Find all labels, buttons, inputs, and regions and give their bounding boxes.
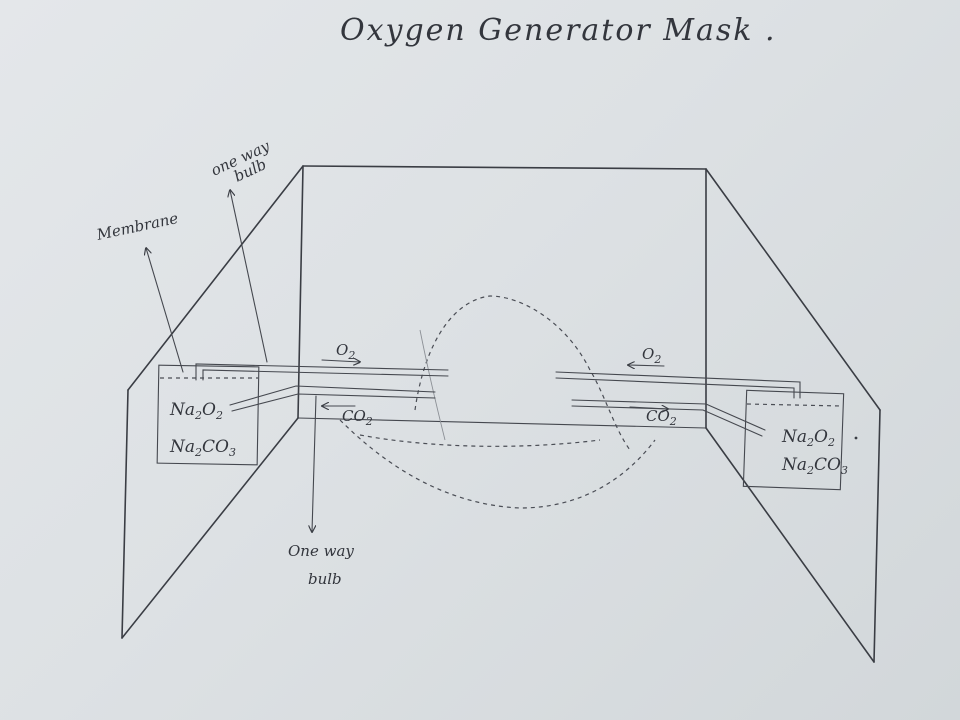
left-co2-tube [229, 385, 436, 412]
o2-flow-arrow-left [321, 360, 360, 362]
one-way-bulb-top-pointer [230, 190, 268, 363]
right-co2-tube [571, 399, 766, 437]
right-canister-line1: Na2O2 [781, 427, 835, 449]
co2-flow-arrow-right [629, 407, 668, 409]
one-way-bulb-bottom-label-2: bulb [308, 570, 342, 588]
left-canister: Na2O2 Na2CO3 [156, 364, 260, 466]
o2-label-right: O2 [642, 345, 661, 366]
right-canister: Na2O2 Na2CO3 [742, 389, 848, 491]
left-o2-tube [195, 363, 449, 381]
one-way-bulb-bottom-pointer [312, 395, 317, 532]
membrane-pointer [146, 248, 184, 373]
mask-right-wing [705, 168, 881, 663]
co2-label-right: CO2 [646, 407, 677, 428]
one-way-bulb-bottom-label-1: One way [288, 542, 354, 560]
co2-label-left: CO2 [342, 407, 373, 428]
pencil-mark [854, 436, 858, 440]
mask-back-panel [297, 165, 707, 429]
left-canister-line1: Na2O2 [169, 400, 223, 422]
membrane-label: Membrane [94, 209, 180, 244]
o2-flow-arrow-right [628, 365, 665, 366]
face-outline [339, 295, 656, 509]
o2-label-left: O2 [336, 341, 355, 362]
diagram-title: Oxygen Generator Mask . [340, 13, 777, 48]
left-canister-line2: Na2CO3 [169, 437, 236, 459]
right-o2-tube [555, 371, 801, 399]
right-canister-line2: Na2CO3 [781, 455, 848, 477]
mask-left-wing [121, 165, 304, 639]
